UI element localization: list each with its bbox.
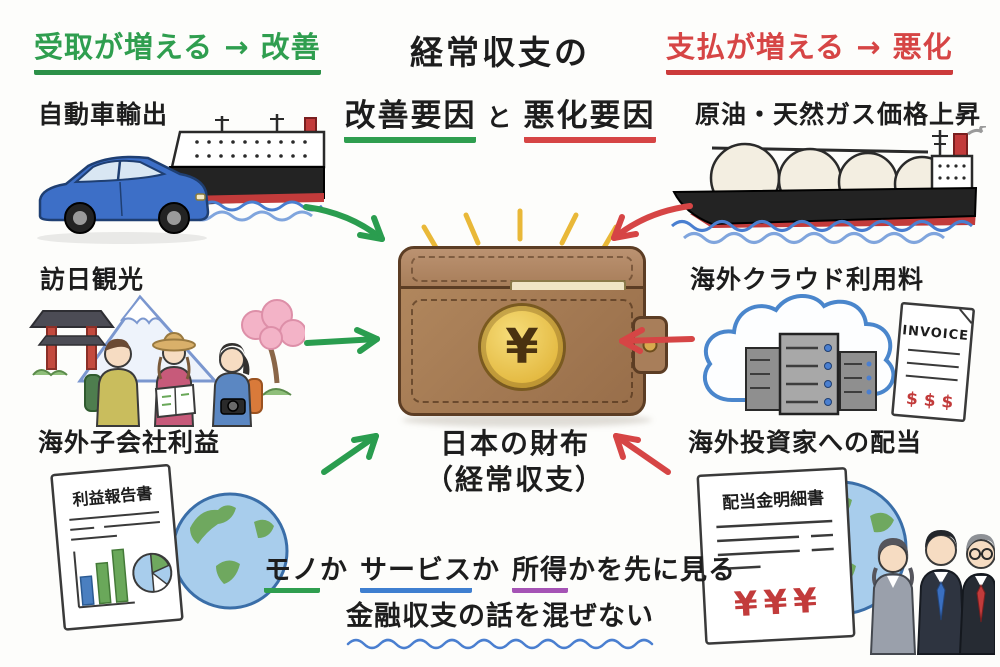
worsen-note: 支払が増える → 悪化 xyxy=(666,24,953,75)
lng-tanker-icon xyxy=(670,126,987,244)
wallet-caption: 日本の財布 （経常収支） xyxy=(365,426,665,499)
footer-rest: かを先に見る xyxy=(568,555,736,586)
globe-icon xyxy=(171,492,289,610)
title-worsen: 悪化要因 xyxy=(523,98,656,143)
blue-sedan-icon xyxy=(37,155,210,244)
investor-man-icon xyxy=(916,530,966,655)
dividend-illustration: 配当金明細書 ¥¥¥ xyxy=(696,467,995,655)
investor-senior-icon xyxy=(958,534,995,655)
title-improve: 改善要因 xyxy=(344,98,477,143)
cherry-blossom-tree-icon xyxy=(241,299,305,396)
footer-ka1: か xyxy=(320,555,348,586)
footer-service: サービス xyxy=(360,555,472,593)
cloud-server-icon xyxy=(703,293,896,416)
lng-tanker-illustration xyxy=(670,126,987,244)
label-dividends-to-foreign-investors: 海外投資家への配当 xyxy=(688,428,923,457)
yen-symbol: ¥ xyxy=(505,319,539,376)
label-inbound-tourism: 訪日観光 xyxy=(40,265,145,294)
red-arrow-top-icon xyxy=(611,203,693,241)
green-arrow-middle-icon xyxy=(304,327,380,354)
invoice-document: INVOICE $ $ $ xyxy=(891,301,975,423)
tourist-man-icon xyxy=(84,338,141,427)
footer-ka2: か xyxy=(472,555,500,586)
invoice-amount: $ $ $ xyxy=(905,389,954,413)
investor-woman-icon xyxy=(869,538,917,655)
pie-chart-icon xyxy=(132,552,173,593)
banknotes-icon xyxy=(509,280,627,290)
label-car-export: 自動車輸出 xyxy=(38,100,169,129)
temple-gate-icon xyxy=(29,310,115,377)
tourist-woman-camera-icon xyxy=(211,343,263,427)
wallet-body: ¥ xyxy=(398,246,646,416)
wavy-underline-icon xyxy=(346,638,653,650)
bar-chart-icon xyxy=(73,548,135,609)
footer-warning-text: 金融収支の話を混ぜない xyxy=(346,601,654,632)
yen-coin-icon: ¥ xyxy=(478,303,566,392)
subsidiary-profit-illustration: 利益報告書 xyxy=(50,463,289,631)
red-arrow-middle-icon xyxy=(619,327,695,354)
title-conjunction: と xyxy=(486,103,514,132)
label-overseas-subsidiary-profit: 海外子会社利益 xyxy=(38,428,221,457)
japan-wallet-icon: ¥ xyxy=(398,246,668,416)
green-arrow-bottom-icon xyxy=(321,433,379,475)
improve-note: 受取が増える → 改善 xyxy=(34,24,321,75)
footer-guideline-2: 金融収支の話を混ぜない xyxy=(0,594,1000,650)
car-export-illustration xyxy=(37,114,326,244)
profit-report-document: 利益報告書 xyxy=(50,463,184,631)
dividend-document: 配当金明細書 ¥¥¥ xyxy=(696,467,856,645)
green-arrow-top-icon xyxy=(303,204,385,242)
red-arrow-bottom-icon xyxy=(613,433,671,475)
footer-goods: モノ xyxy=(264,555,320,593)
wallet-caption-line2: （経常収支） xyxy=(424,463,605,497)
dividend-amount: ¥¥¥ xyxy=(733,581,824,626)
wallet-caption-line1: 日本の財布 xyxy=(439,427,590,460)
cloud-fee-illustration: INVOICE $ $ $ xyxy=(703,293,975,423)
footer-guideline-1: モノかサービスか所得かを先に見る xyxy=(0,548,1000,593)
footer-income: 所得 xyxy=(512,555,568,593)
label-oil-gas-price: 原油・天然ガス価格上昇 xyxy=(695,100,982,129)
wallet-shadow xyxy=(402,413,652,427)
label-overseas-cloud-fee: 海外クラウド利用料 xyxy=(690,265,925,294)
inbound-tourism-illustration xyxy=(29,294,305,427)
invoice-title: INVOICE xyxy=(902,323,970,344)
tourist-woman-hat-icon xyxy=(152,331,197,427)
